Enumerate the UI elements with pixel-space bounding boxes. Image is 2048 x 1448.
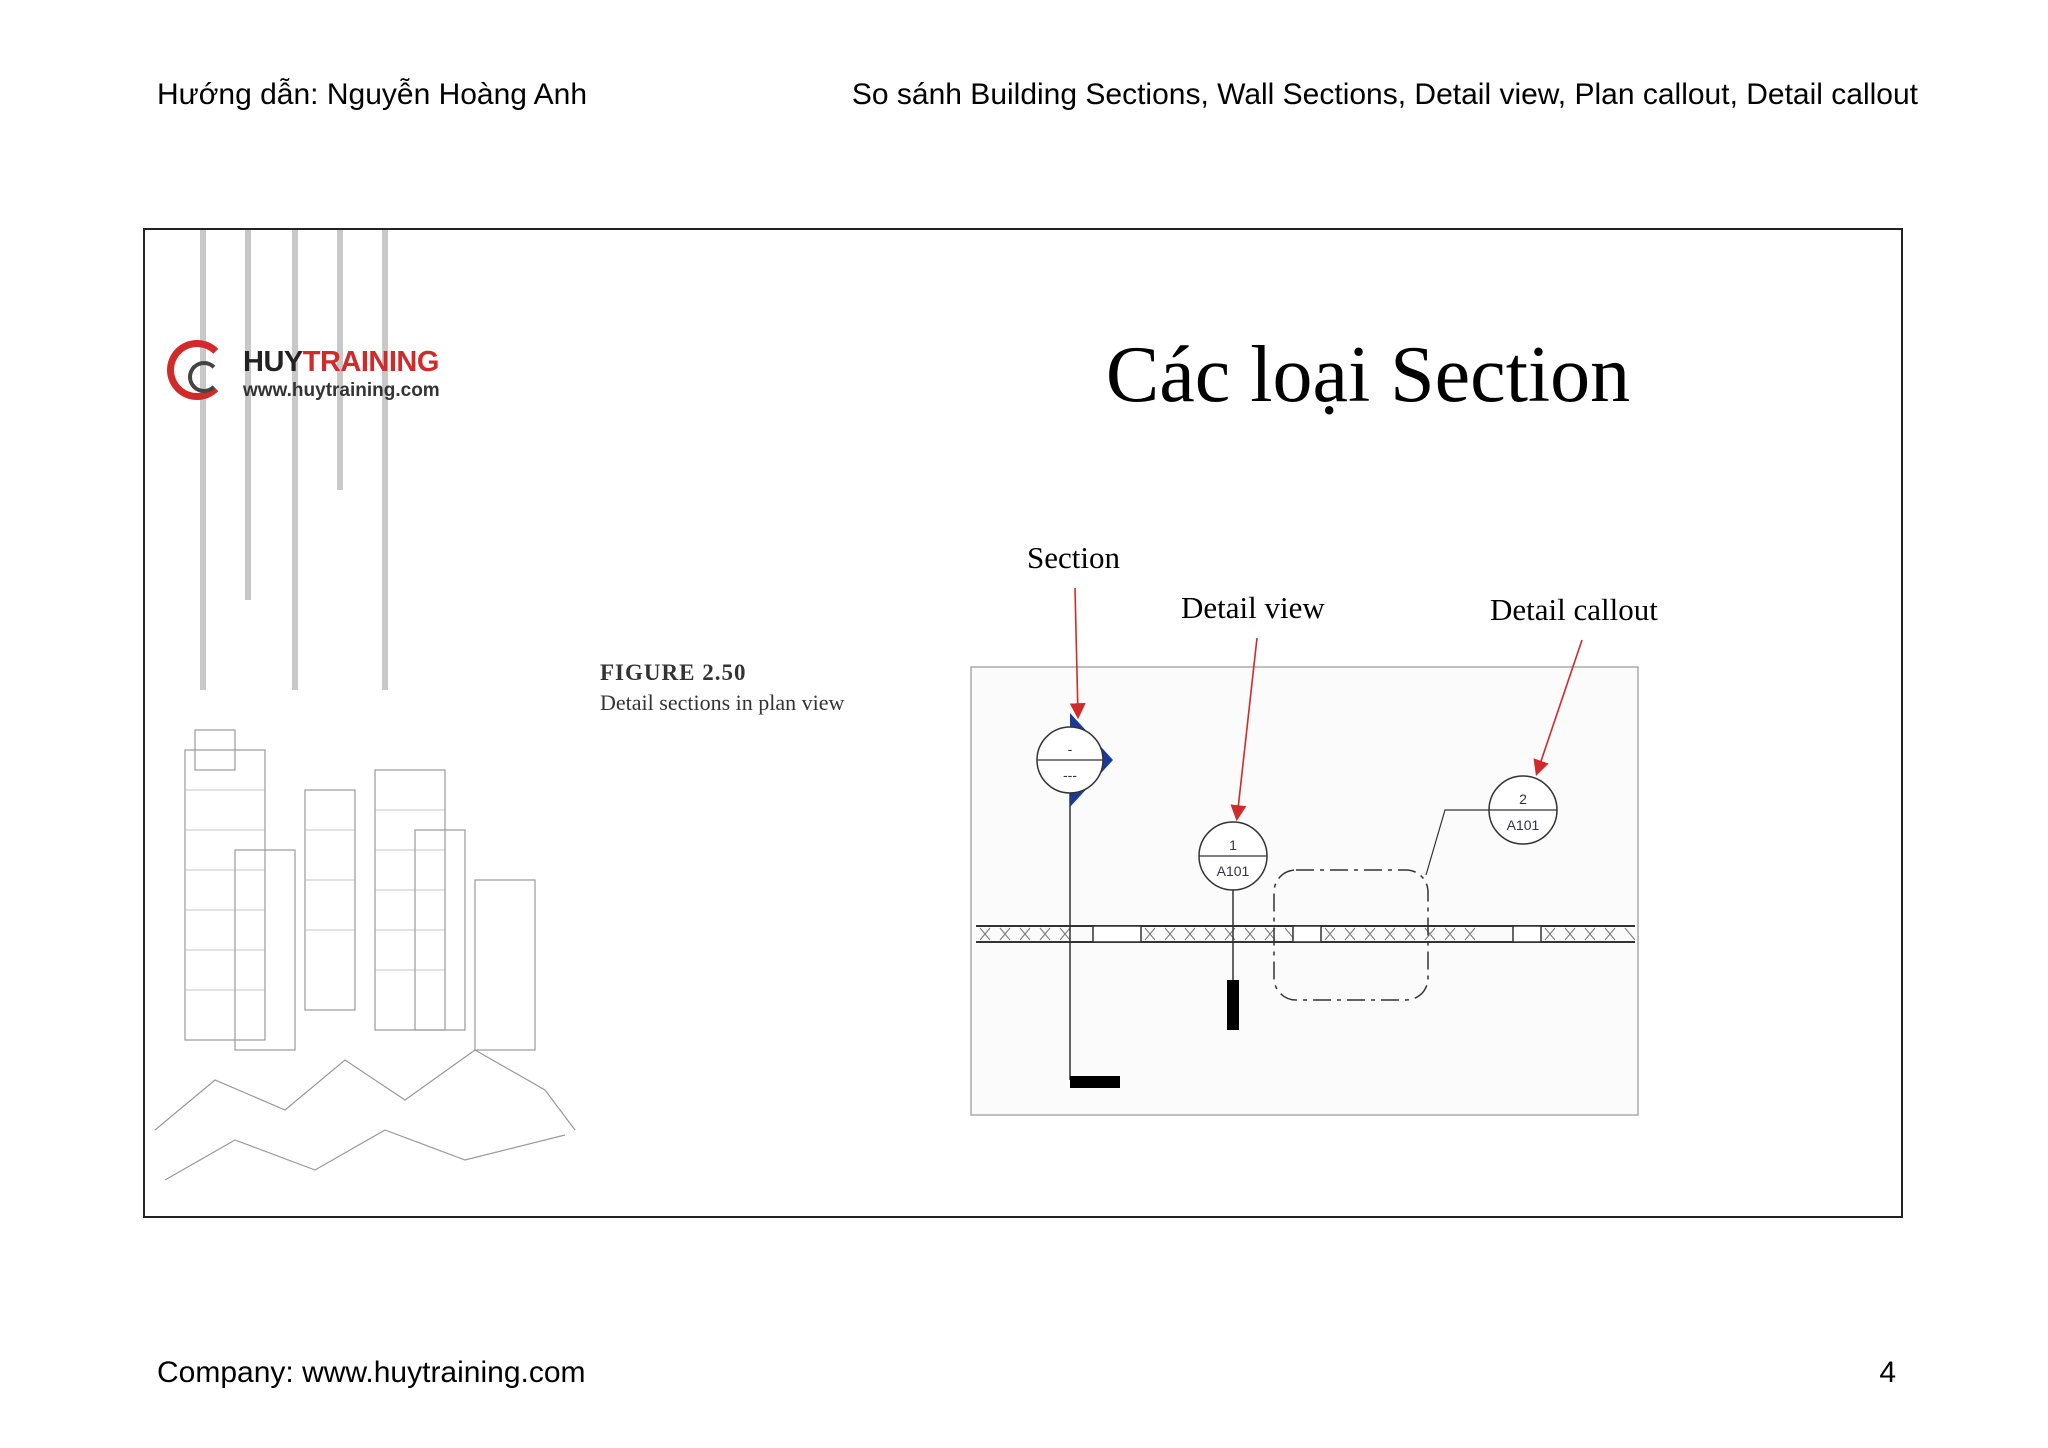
logo-mark-icon (167, 340, 227, 400)
logo-url: www.huytraining.com (243, 380, 440, 401)
city-sketch-illustration (154, 230, 1639, 1181)
figure-number: FIGURE 2.50 (600, 660, 747, 685)
label-detail-callout: Detail callout (1490, 592, 1658, 627)
figure-caption: FIGURE 2.50 Detail sections in plan view (600, 660, 844, 716)
label-section: Section (1027, 540, 1120, 575)
page-number: 4 (1879, 1356, 1896, 1389)
huytraining-logo: HUYTRAINING www.huytraining.com (167, 340, 467, 420)
footer-company: Company: www.huytraining.com (157, 1356, 586, 1389)
slide-title: Các loại Section (1105, 331, 1631, 419)
slide-frame: - --- 1 A101 2 A101 HUYTRAINING www.huyt… (143, 228, 1903, 1218)
logo-brand: HUYTRAINING (243, 346, 439, 378)
figure-text: Detail sections in plan view (600, 690, 845, 715)
header-topic: So sánh Building Sections, Wall Sections… (851, 78, 1918, 111)
label-detail-view: Detail view (1181, 590, 1325, 625)
header-author: Hướng dẫn: Nguyễn Hoàng Anh (157, 78, 588, 111)
